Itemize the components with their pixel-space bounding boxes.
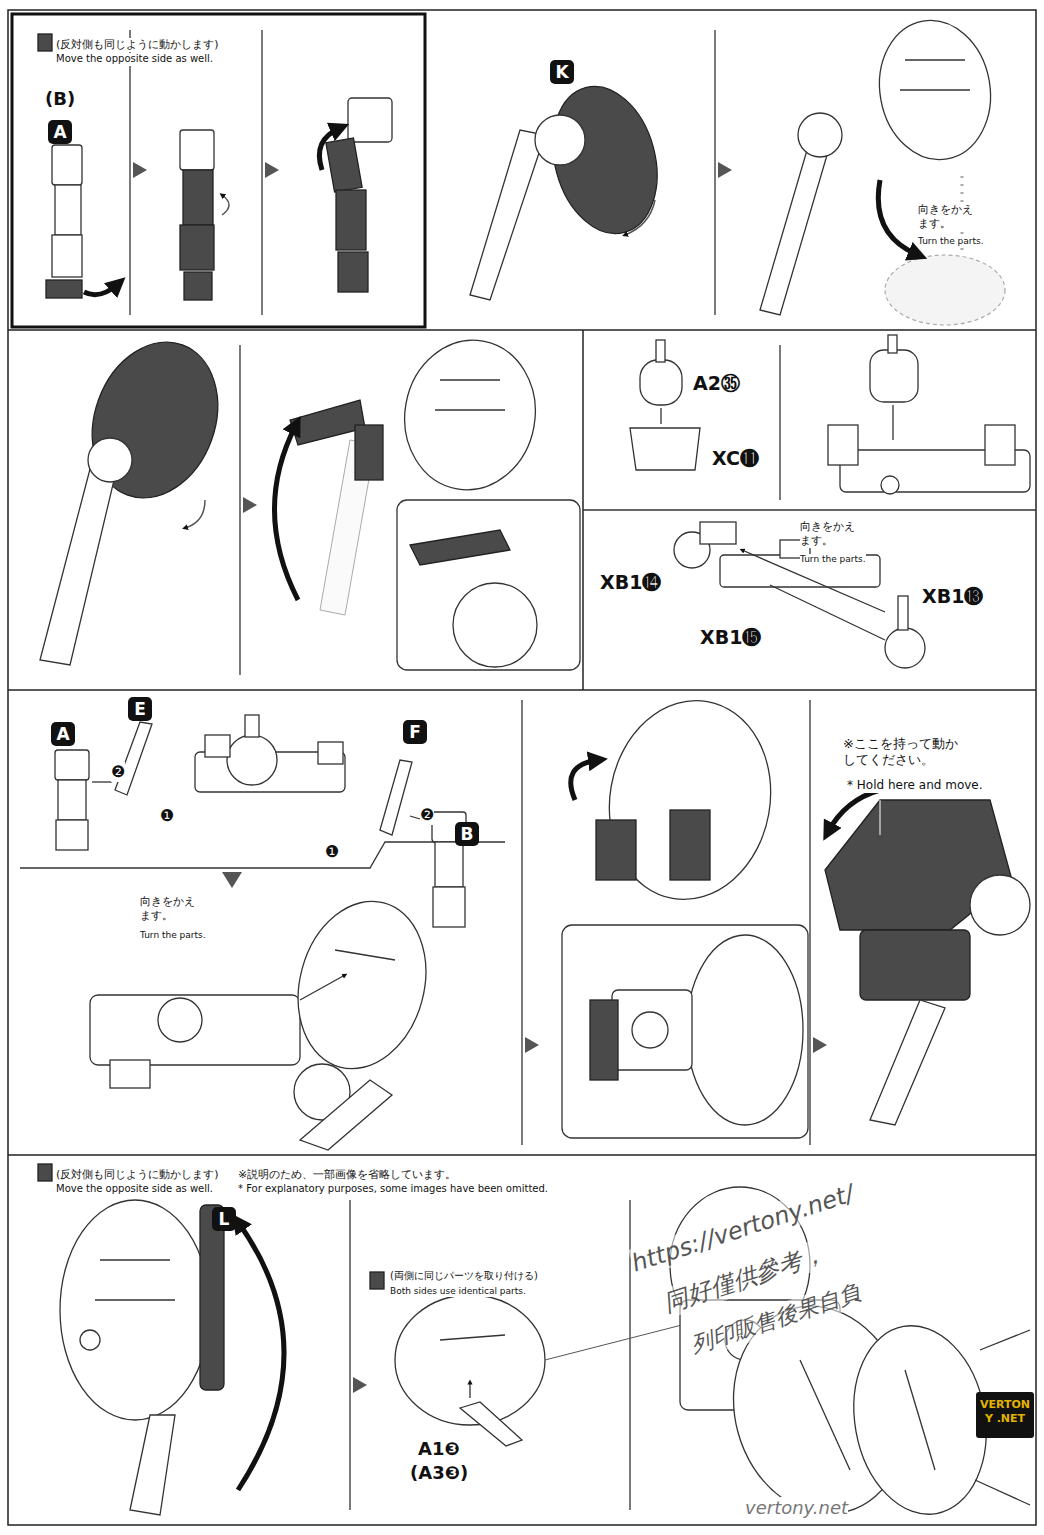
instruction-note: Move the opposite side as well. (56, 53, 213, 66)
part-number: A2㉟ (693, 372, 740, 396)
part-number: (A3❸) (410, 1462, 468, 1485)
instruction-note: Move the opposite side as well. (56, 1183, 213, 1196)
callout-number: ❷ (111, 762, 125, 782)
instruction-note: 向きをかえます。 (918, 203, 976, 231)
part-number: XC⓫ (712, 447, 759, 471)
step-letter: L (219, 1211, 230, 1228)
instruction-note: (両側に同じパーツを取り付ける) (390, 1270, 538, 1283)
instruction-note: Turn the parts. (800, 554, 866, 565)
callout-number: ❶ (325, 842, 339, 862)
instruction-note: Turn the parts. (140, 930, 206, 941)
watermark: vertony.net (745, 1497, 848, 1520)
step-letter-tag: F (403, 720, 427, 744)
step-letter-tag: A (51, 722, 75, 746)
part-number: XB1⓭ (922, 585, 983, 609)
instruction-note: 向きをかえます。 (140, 895, 198, 923)
instruction-note: * Hold here and move. (847, 778, 983, 793)
instruction-note: Both sides use identical parts. (390, 1286, 526, 1297)
step-letter: E (134, 701, 146, 718)
instruction-note: (反対側も同じように動かします) (56, 38, 219, 52)
step-letter-tag: E (128, 697, 152, 721)
instruction-note: (反対側も同じように動かします) (56, 1168, 219, 1182)
step-letter: K (555, 64, 568, 81)
step-letter: A (56, 726, 69, 743)
step-letter-tag: B (455, 822, 479, 846)
step-letter: F (409, 724, 421, 741)
callout-number: ❷ (420, 805, 434, 825)
instruction-note: (B) (45, 88, 75, 111)
instruction-note: * For explanatory purposes, some images … (238, 1183, 548, 1196)
step-letter: A (53, 124, 66, 141)
instruction-note: ※説明のため、一部画像を省略しています。 (238, 1168, 456, 1182)
part-number: A1❸ (418, 1438, 460, 1461)
step-letter-tag: K (550, 60, 574, 84)
callout-number: ❶ (160, 806, 174, 826)
step-letter-tag: A (48, 120, 72, 144)
instruction-note: 向きをかえます。 (800, 520, 858, 548)
part-number: XB1⓮ (600, 571, 661, 595)
step-letter-tag: L (212, 1207, 236, 1231)
part-number: XB1⓯ (700, 626, 761, 650)
instruction-note: ※ここを持って動かしてください。 (843, 736, 963, 769)
watermark: VERTONY .NET (979, 1398, 1031, 1426)
step-letter: B (461, 826, 474, 843)
instruction-note: Turn the parts. (918, 236, 984, 247)
